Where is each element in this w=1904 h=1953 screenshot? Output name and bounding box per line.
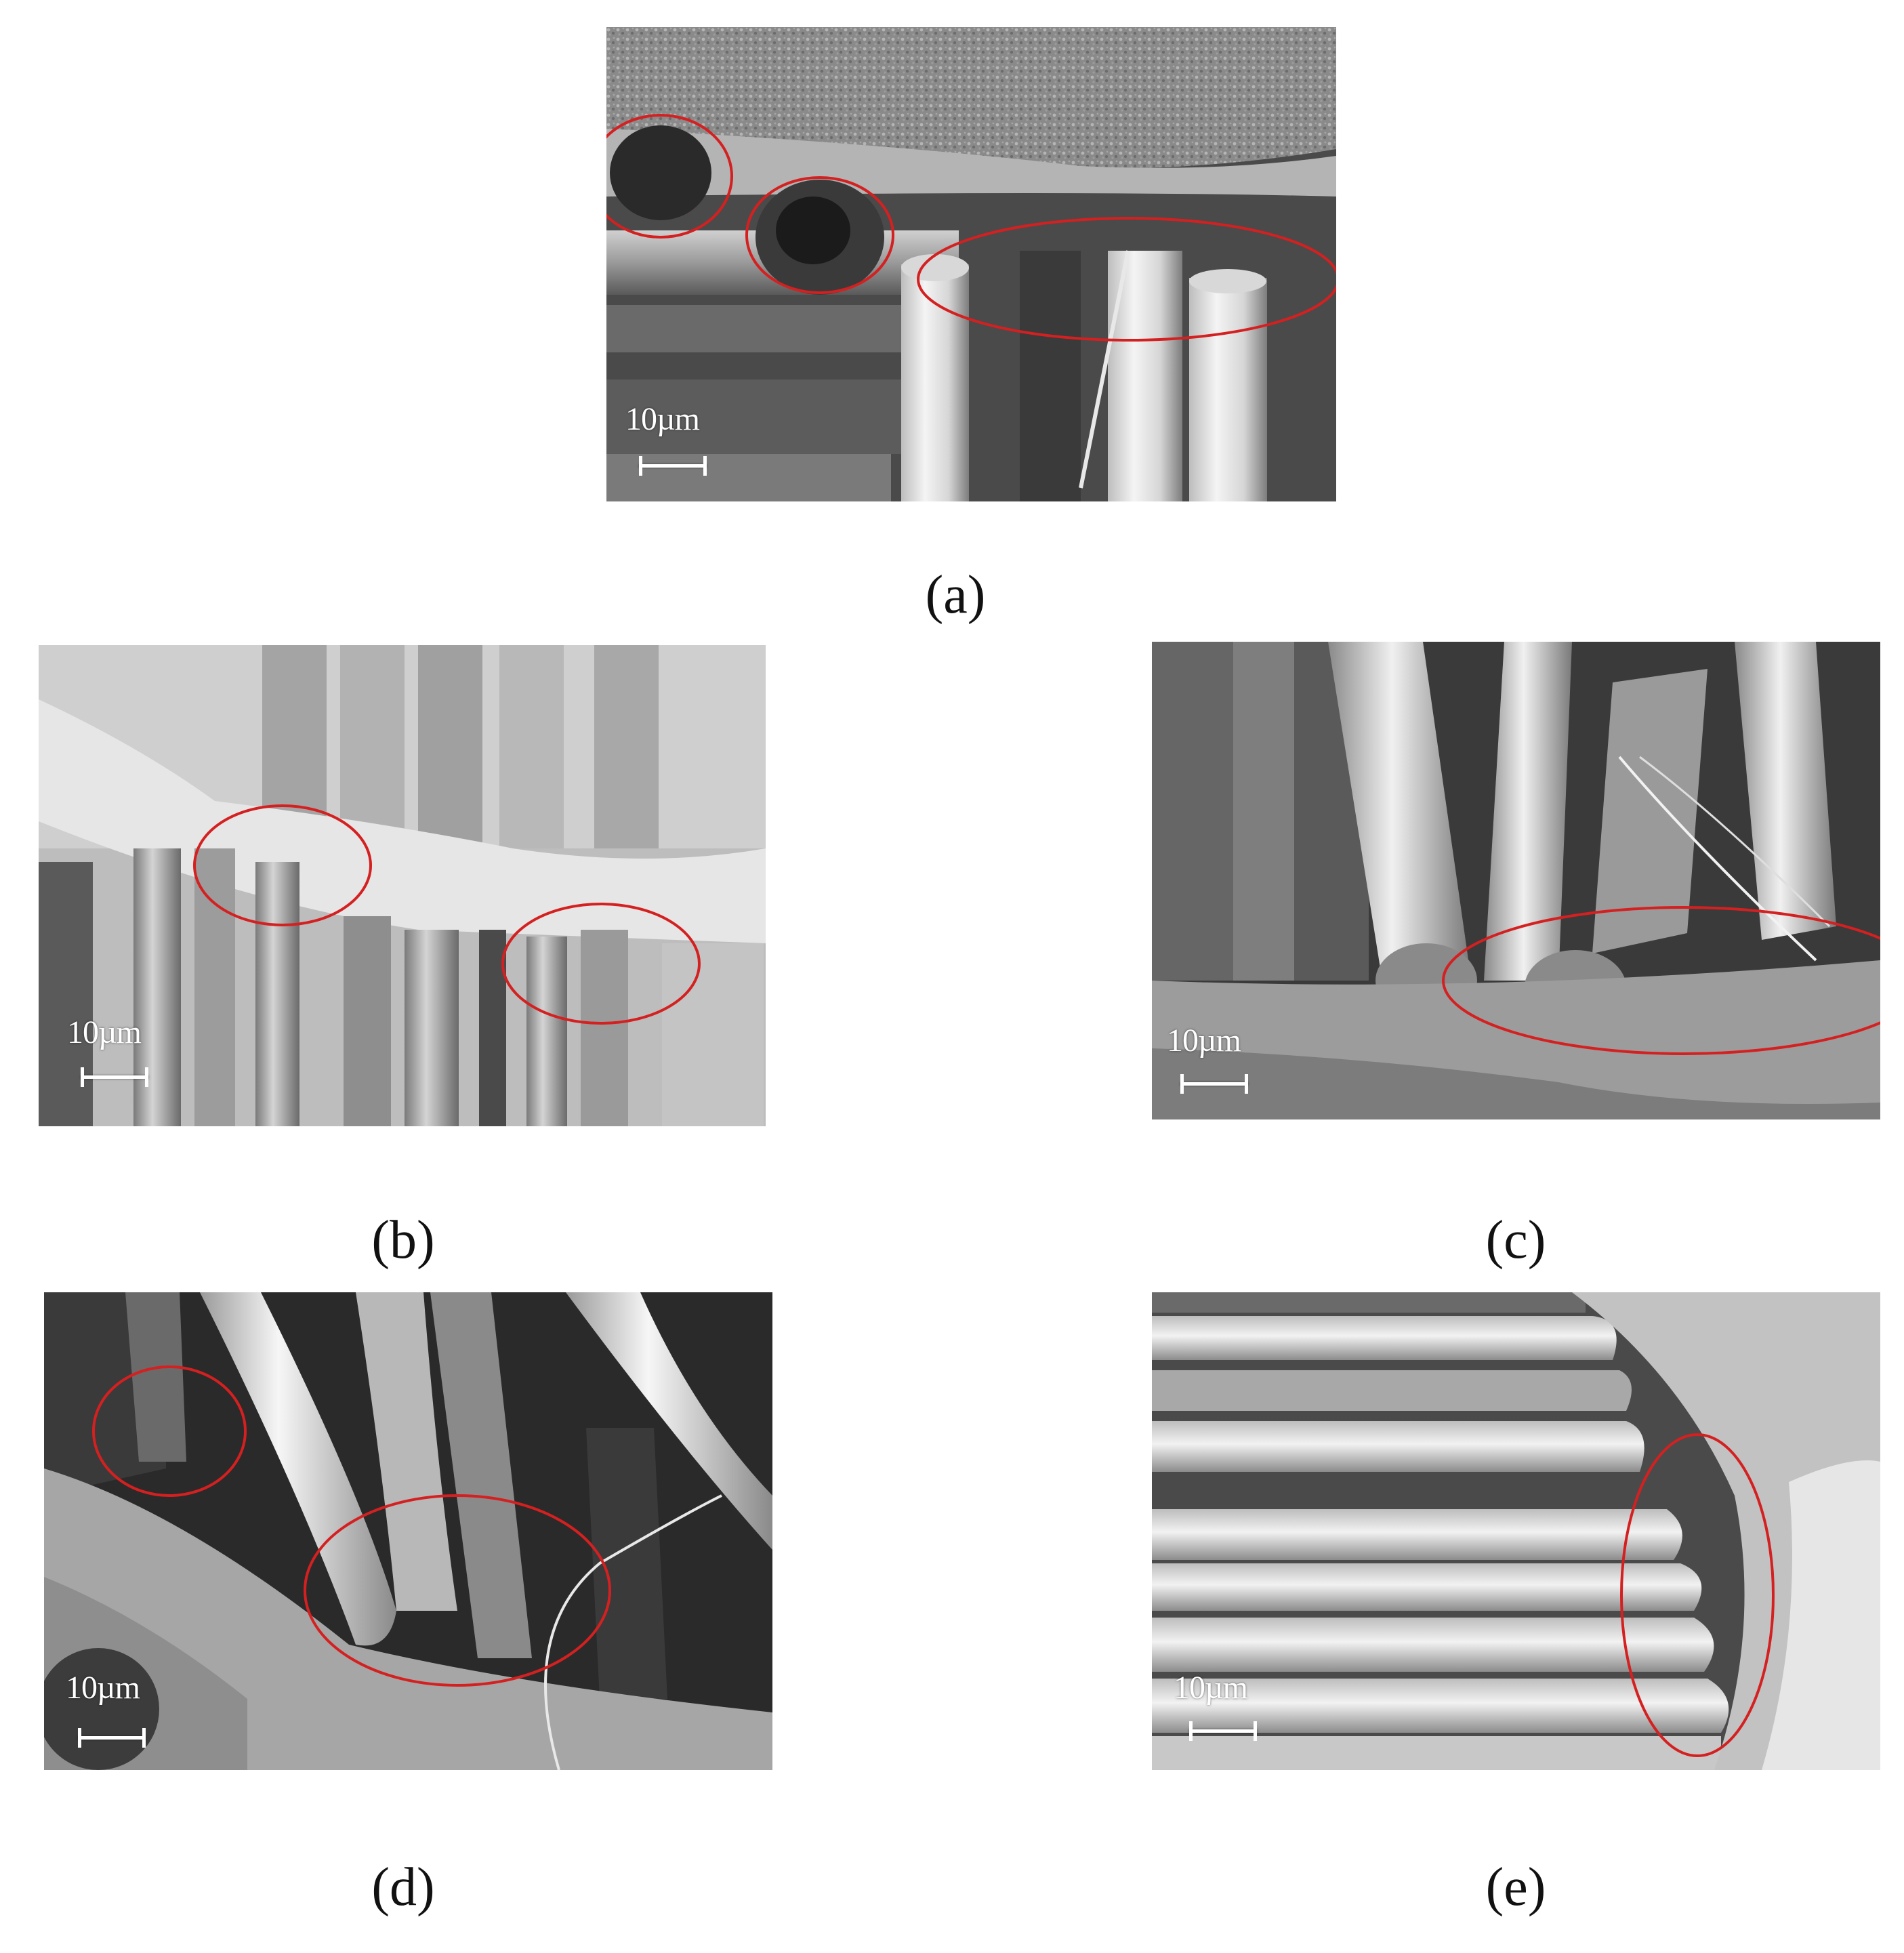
- caption-e: (e): [1485, 1857, 1546, 1917]
- sem-image-c: 10µm: [1152, 642, 1880, 1119]
- sem-image-d: 10µm: [44, 1292, 772, 1770]
- scale-bar-c: [1180, 1074, 1248, 1094]
- scale-label-a: 10µm: [625, 401, 700, 437]
- scale-label-c: 10µm: [1167, 1023, 1241, 1058]
- scale-label-b: 10µm: [67, 1014, 142, 1050]
- caption-a: (a): [925, 565, 986, 625]
- sem-image-b: 10µm: [39, 645, 766, 1126]
- scale-bar-a: [639, 456, 707, 476]
- scale-bar-b: [81, 1067, 148, 1087]
- scale-bar-d: [78, 1728, 146, 1748]
- scale-label-d: 10µm: [66, 1670, 140, 1706]
- scale-label-e: 10µm: [1174, 1670, 1248, 1706]
- caption-c: (c): [1485, 1210, 1546, 1270]
- scale-bar-e: [1189, 1721, 1257, 1741]
- caption-b: (b): [371, 1210, 435, 1270]
- caption-d: (d): [371, 1857, 435, 1917]
- sem-image-a: 10µm: [606, 27, 1336, 501]
- sem-image-e: 10µm: [1152, 1292, 1880, 1770]
